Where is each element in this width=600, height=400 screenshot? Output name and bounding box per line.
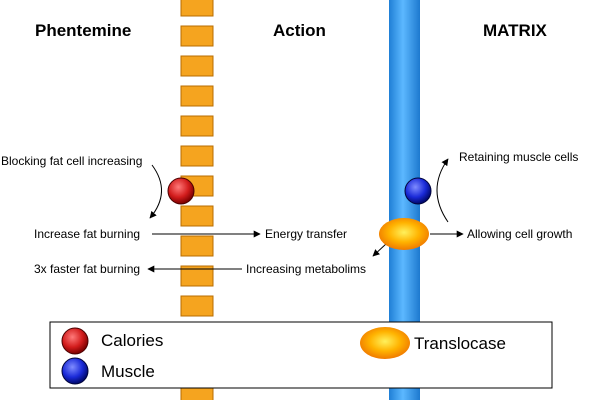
legend-translocase-icon (360, 327, 410, 359)
curved-arrow-right (436, 158, 449, 223)
label-blocking: Blocking fat cell increasing (1, 154, 143, 168)
membrane-segment (180, 265, 214, 287)
orange-membrane-column (180, 0, 214, 400)
muscle-molecule (404, 177, 432, 205)
membrane-segment (180, 115, 214, 137)
membrane-segment (180, 145, 214, 167)
label-increase-fat-burning: Increase fat burning (34, 227, 141, 241)
membrane-segment (180, 235, 214, 257)
label-retaining-muscle: Retaining muscle cells (459, 150, 579, 164)
legend-calories-label: Calories (101, 331, 164, 350)
membrane-segment (180, 0, 214, 17)
legend-muscle-icon (61, 357, 89, 385)
header-action: Action (273, 21, 326, 40)
calories-molecule (167, 177, 195, 205)
membrane-segment (180, 25, 214, 47)
header-phentemine: Phentemine (35, 21, 132, 40)
translocase-molecule (379, 218, 429, 250)
label-faster-fat-burning: 3x faster fat burning (34, 262, 141, 276)
curved-arrow-left (149, 164, 162, 219)
membrane-segment (180, 205, 214, 227)
legend-translocase-label: Translocase (414, 334, 506, 353)
label-increasing-metabolims: Increasing metabolims (246, 262, 367, 276)
arrow-translocase-diagonal (372, 243, 387, 257)
label-energy-transfer: Energy transfer (265, 227, 348, 241)
membrane-segment (180, 295, 214, 317)
legend-muscle-label: Muscle (101, 362, 155, 381)
label-allowing-growth: Allowing cell growth (467, 227, 573, 241)
membrane-segment (180, 55, 214, 77)
legend-calories-icon (61, 327, 89, 355)
legend-box (49, 321, 553, 389)
membrane-segment (180, 85, 214, 107)
header-matrix: MATRIX (483, 21, 547, 40)
